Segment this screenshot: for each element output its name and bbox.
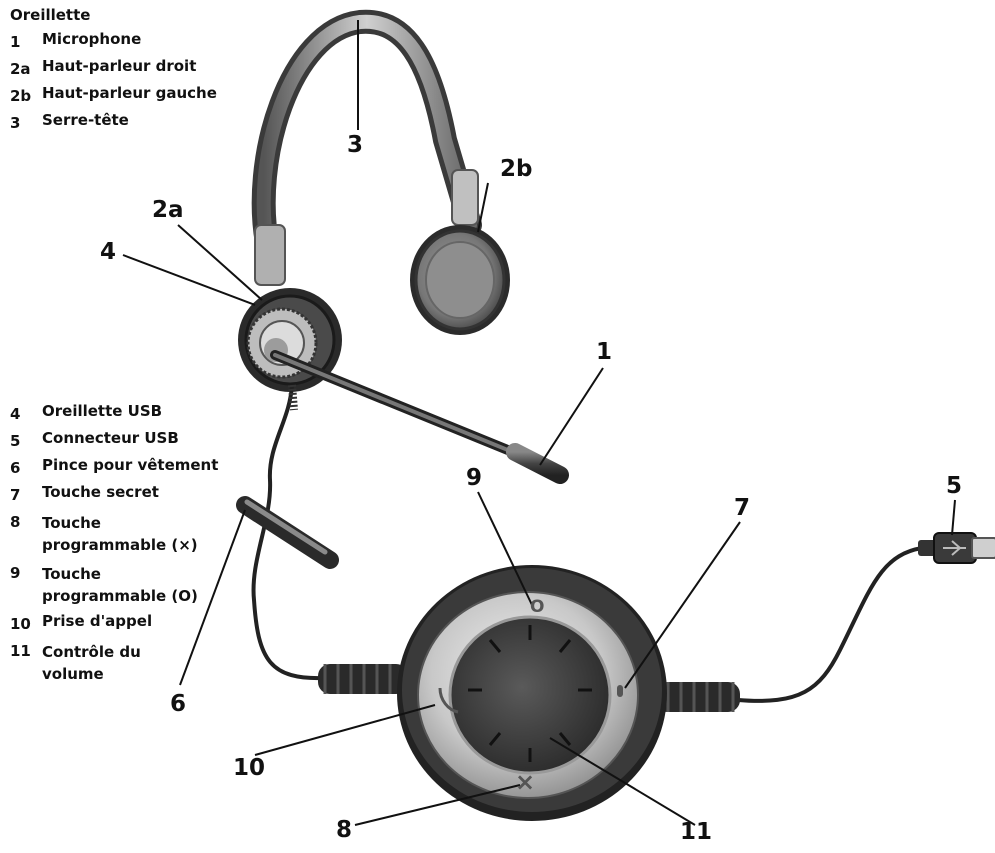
legend-item: 7 Touche secret	[10, 482, 225, 509]
legend-item-label: Prise d'appel	[42, 612, 153, 630]
legend-heading: Oreillette	[10, 6, 91, 24]
legend-item: 3 Serre-tête	[10, 110, 217, 137]
callout-2b: 2b	[500, 156, 533, 182]
legend-item-label: Touche programmable (×)	[42, 514, 198, 554]
legend-item: 8 Touche programmable (×)	[10, 509, 225, 560]
circle-button-symbol: O	[530, 597, 545, 617]
headband	[251, 9, 482, 286]
callout-9: 9	[466, 465, 483, 491]
callout-1: 1	[596, 339, 613, 365]
callout-5: 5	[946, 473, 963, 499]
control-unit-strain-reliefs	[318, 664, 740, 712]
legend-item-number: 6	[10, 459, 21, 477]
legend-item-label: Oreillette USB	[42, 402, 163, 420]
clothing-clip	[236, 496, 339, 569]
legend-item-label: Contrôle du volume	[42, 643, 141, 683]
legend-item-label: Touche secret	[42, 483, 159, 501]
legend-item: 10 Prise d'appel	[10, 611, 225, 638]
callout-2a: 2a	[152, 197, 184, 223]
legend-item-number: 8	[10, 513, 21, 531]
callout-3: 3	[347, 132, 364, 158]
legend-item-number: 2a	[10, 60, 31, 78]
legend-item: 9 Touche programmable (O)	[10, 560, 225, 611]
callout-8: 8	[336, 817, 353, 843]
microphone-boom	[270, 350, 569, 484]
legend-item-number: 2b	[10, 87, 32, 105]
legend-item: 5 Connecteur USB	[10, 428, 225, 455]
legend-item-label: Haut-parleur droit	[42, 57, 197, 75]
legend-headset: Oreillette 1 Microphone 2a Haut-parleur …	[10, 2, 217, 137]
left-speaker-cushion	[410, 225, 510, 335]
legend-item: 6 Pince pour vêtement	[10, 455, 225, 482]
leader-lines	[122, 20, 956, 826]
legend-item-number: 10	[10, 615, 31, 633]
legend-item: 11 Contrôle du volume	[10, 638, 225, 685]
legend-item-number: 11	[10, 642, 31, 660]
callout-10: 10	[233, 755, 266, 781]
legend-item-label: Pince pour vêtement	[42, 456, 219, 474]
legend-item-label: Serre-tête	[42, 111, 129, 129]
headset-cord	[251, 384, 326, 681]
cross-button-symbol: ×	[515, 768, 536, 796]
legend-item: 2a Haut-parleur droit	[10, 56, 217, 83]
legend-item-number: 1	[10, 33, 21, 51]
legend-item-label: Connecteur USB	[42, 429, 179, 447]
legend-item-label: Touche programmable (O)	[42, 565, 198, 605]
legend-item: 2b Haut-parleur gauche	[10, 83, 217, 110]
legend-item-number: 9	[10, 564, 21, 582]
legend-item-number: 4	[10, 405, 21, 423]
callout-11: 11	[680, 819, 713, 845]
legend-item: 4 Oreillette USB	[10, 401, 225, 428]
legend-item-label: Microphone	[42, 30, 142, 48]
legend-item-number: 7	[10, 486, 21, 504]
control-unit	[397, 565, 667, 821]
legend-item-number: 5	[10, 432, 21, 450]
callout-7: 7	[734, 495, 751, 521]
legend-control-unit: 4 Oreillette USB 5 Connecteur USB 6 Pinc…	[10, 401, 225, 685]
legend-item: 1 Microphone	[10, 29, 217, 56]
callout-6: 6	[170, 691, 187, 717]
legend-item-number: 3	[10, 114, 21, 132]
legend-item-label: Haut-parleur gauche	[42, 84, 217, 102]
usb-cord	[737, 546, 923, 703]
usb-connector	[918, 532, 995, 564]
callout-4: 4	[100, 239, 117, 265]
